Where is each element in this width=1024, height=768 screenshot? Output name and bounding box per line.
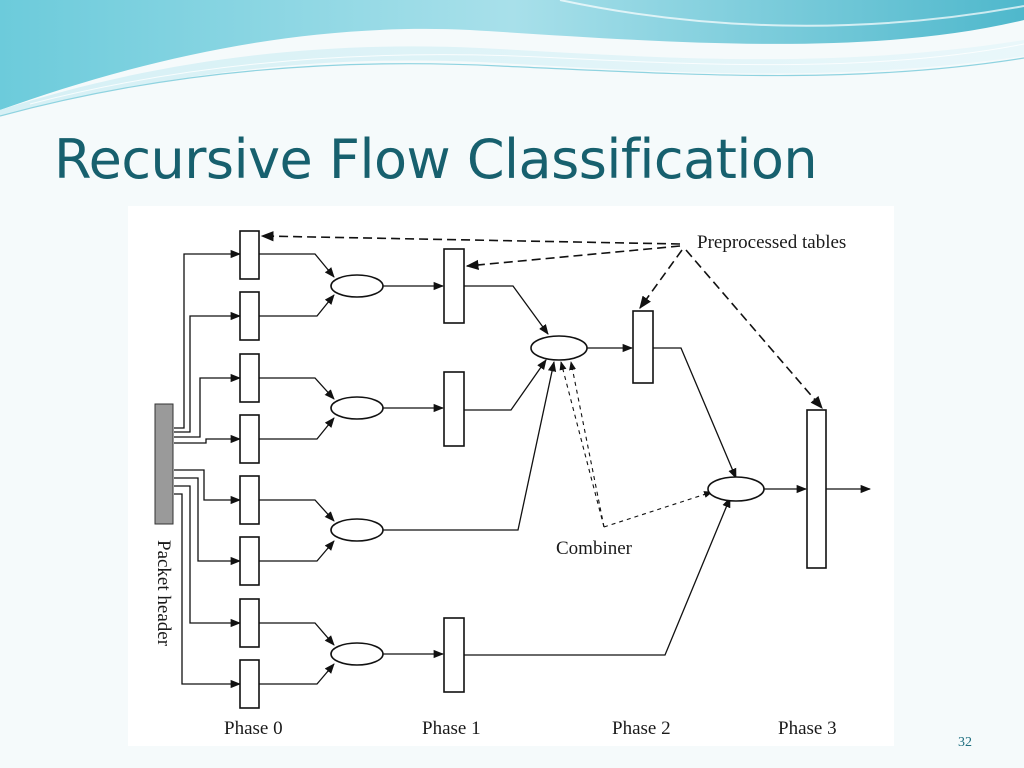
page-number: 32 <box>958 735 972 750</box>
packet-header-block <box>154 403 174 525</box>
phase0-table <box>239 353 260 403</box>
phase2-table <box>632 310 654 384</box>
slide-title: Recursive Flow Classification <box>54 128 818 191</box>
phase0-table <box>239 414 260 464</box>
preprocessed-tables-label: Preprocessed tables <box>697 232 846 253</box>
phase1-table <box>443 248 465 324</box>
phase-label: Phase 3 <box>778 718 837 739</box>
combiner-node <box>330 642 384 666</box>
phase0-table <box>239 291 260 341</box>
decorative-wave-banner <box>0 0 1024 117</box>
phase0-table <box>239 536 260 586</box>
combiner-label: Combiner <box>556 538 633 559</box>
combiner-node <box>330 518 384 542</box>
rfc-diagram: Preprocessed tables Combiner Packet head… <box>128 206 894 746</box>
phase3-table <box>806 409 827 569</box>
combiner-node <box>330 274 384 298</box>
phase1-table <box>443 371 465 447</box>
phase1-table <box>443 617 465 693</box>
combiner-node <box>330 396 384 420</box>
phase-label: Phase 1 <box>422 718 481 739</box>
phase0-table <box>239 475 260 525</box>
phase0-table <box>239 230 260 280</box>
phase-label: Phase 0 <box>224 718 283 739</box>
combiner-node <box>707 476 765 502</box>
phase-label: Phase 2 <box>612 718 671 739</box>
combiner-node <box>530 335 588 361</box>
packet-header-label: Packet header <box>153 540 174 647</box>
phase0-table <box>239 598 260 648</box>
phase0-table <box>239 659 260 709</box>
